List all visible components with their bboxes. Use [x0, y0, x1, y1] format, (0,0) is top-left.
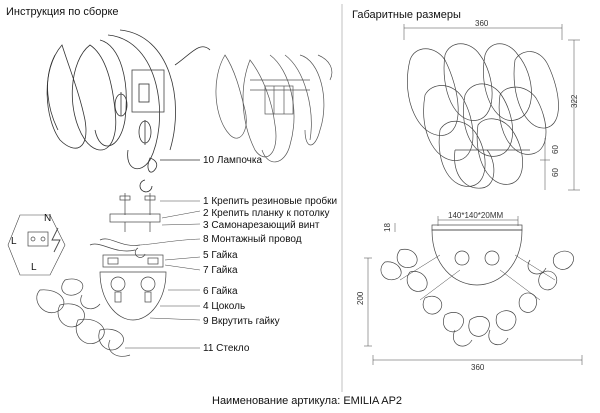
callout-number: 6 — [203, 286, 209, 297]
callout-number: 4 — [203, 301, 209, 312]
callout-text: Гайка — [211, 265, 238, 276]
callout-2-mounting-plate: 2 Крепить планку к потолку — [203, 208, 330, 219]
callout-10-bulb: 10 Лампочка — [203, 155, 262, 166]
dim-side-width: 360 — [471, 363, 485, 372]
callout-7-nut: 7 Гайка — [203, 265, 238, 276]
callout-text: Вкрутить гайку — [211, 316, 280, 327]
callout-text: Лампочка — [216, 155, 263, 166]
side-dimension-drawing — [364, 216, 583, 365]
callout-text: Стекло — [216, 343, 250, 354]
callout-11-glass: 11 Стекло — [203, 343, 249, 354]
dim-segment-1: 60 — [551, 145, 560, 154]
callout-number: 1 — [203, 196, 209, 207]
front-dimension-drawing — [403, 24, 580, 191]
callout-number: 11 — [203, 343, 214, 354]
callout-number: 7 — [203, 265, 209, 276]
dim-top-width: 360 — [475, 19, 489, 28]
wire-label-l2: L — [31, 262, 37, 273]
callout-text: Гайка — [211, 250, 238, 261]
article-name-footer: Наименование артикула: EMILIA AP2 — [212, 395, 403, 407]
dim-side-height: 200 — [356, 291, 365, 305]
callout-text: Крепить резиновые пробки — [211, 196, 338, 207]
callout-number: 10 — [203, 155, 215, 166]
exploded-mounting-illustration — [7, 193, 201, 357]
callout-6-nut: 6 Гайка — [203, 286, 238, 297]
callout-number: 8 — [203, 234, 209, 245]
callout-1-rubber-plugs: 1 Крепить резиновые пробки — [203, 196, 337, 207]
callout-4-base: 4 Цоколь — [203, 301, 245, 312]
callout-8-wire: 8 Монтажный провод — [203, 234, 302, 245]
callout-text: Самонарезающий винт — [211, 220, 320, 231]
callout-number: 3 — [203, 220, 209, 231]
wire-label-l: L — [11, 236, 17, 247]
callout-text: Крепить планку к потолку — [211, 208, 330, 219]
callout-text: Цоколь — [211, 301, 246, 312]
callout-3-screw: 3 Самонарезающий винт — [203, 220, 320, 231]
dim-base-depth: 18 — [383, 223, 392, 232]
lamp-assembly-illustration — [46, 29, 211, 193]
callout-text: Гайка — [211, 286, 238, 297]
assembly-header: Инструкция по сборке — [6, 6, 119, 18]
wire-label-n: N — [44, 213, 52, 224]
dim-base-size: 140*140*20MM — [448, 211, 504, 220]
dimensions-header: Габаритные размеры — [352, 9, 461, 21]
callout-5-nut: 5 Гайка — [203, 250, 238, 261]
dim-segment-2: 60 — [551, 168, 560, 177]
callout-number: 5 — [203, 250, 209, 261]
callout-text: Монтажный провод — [211, 234, 302, 245]
callout-9-screw-nut: 9 Вкрутить гайку — [203, 316, 280, 327]
callout-number: 2 — [203, 208, 209, 219]
callout-number: 9 — [203, 316, 209, 327]
dim-top-height: 322 — [570, 94, 579, 108]
lamp-side-illustration — [215, 54, 333, 163]
